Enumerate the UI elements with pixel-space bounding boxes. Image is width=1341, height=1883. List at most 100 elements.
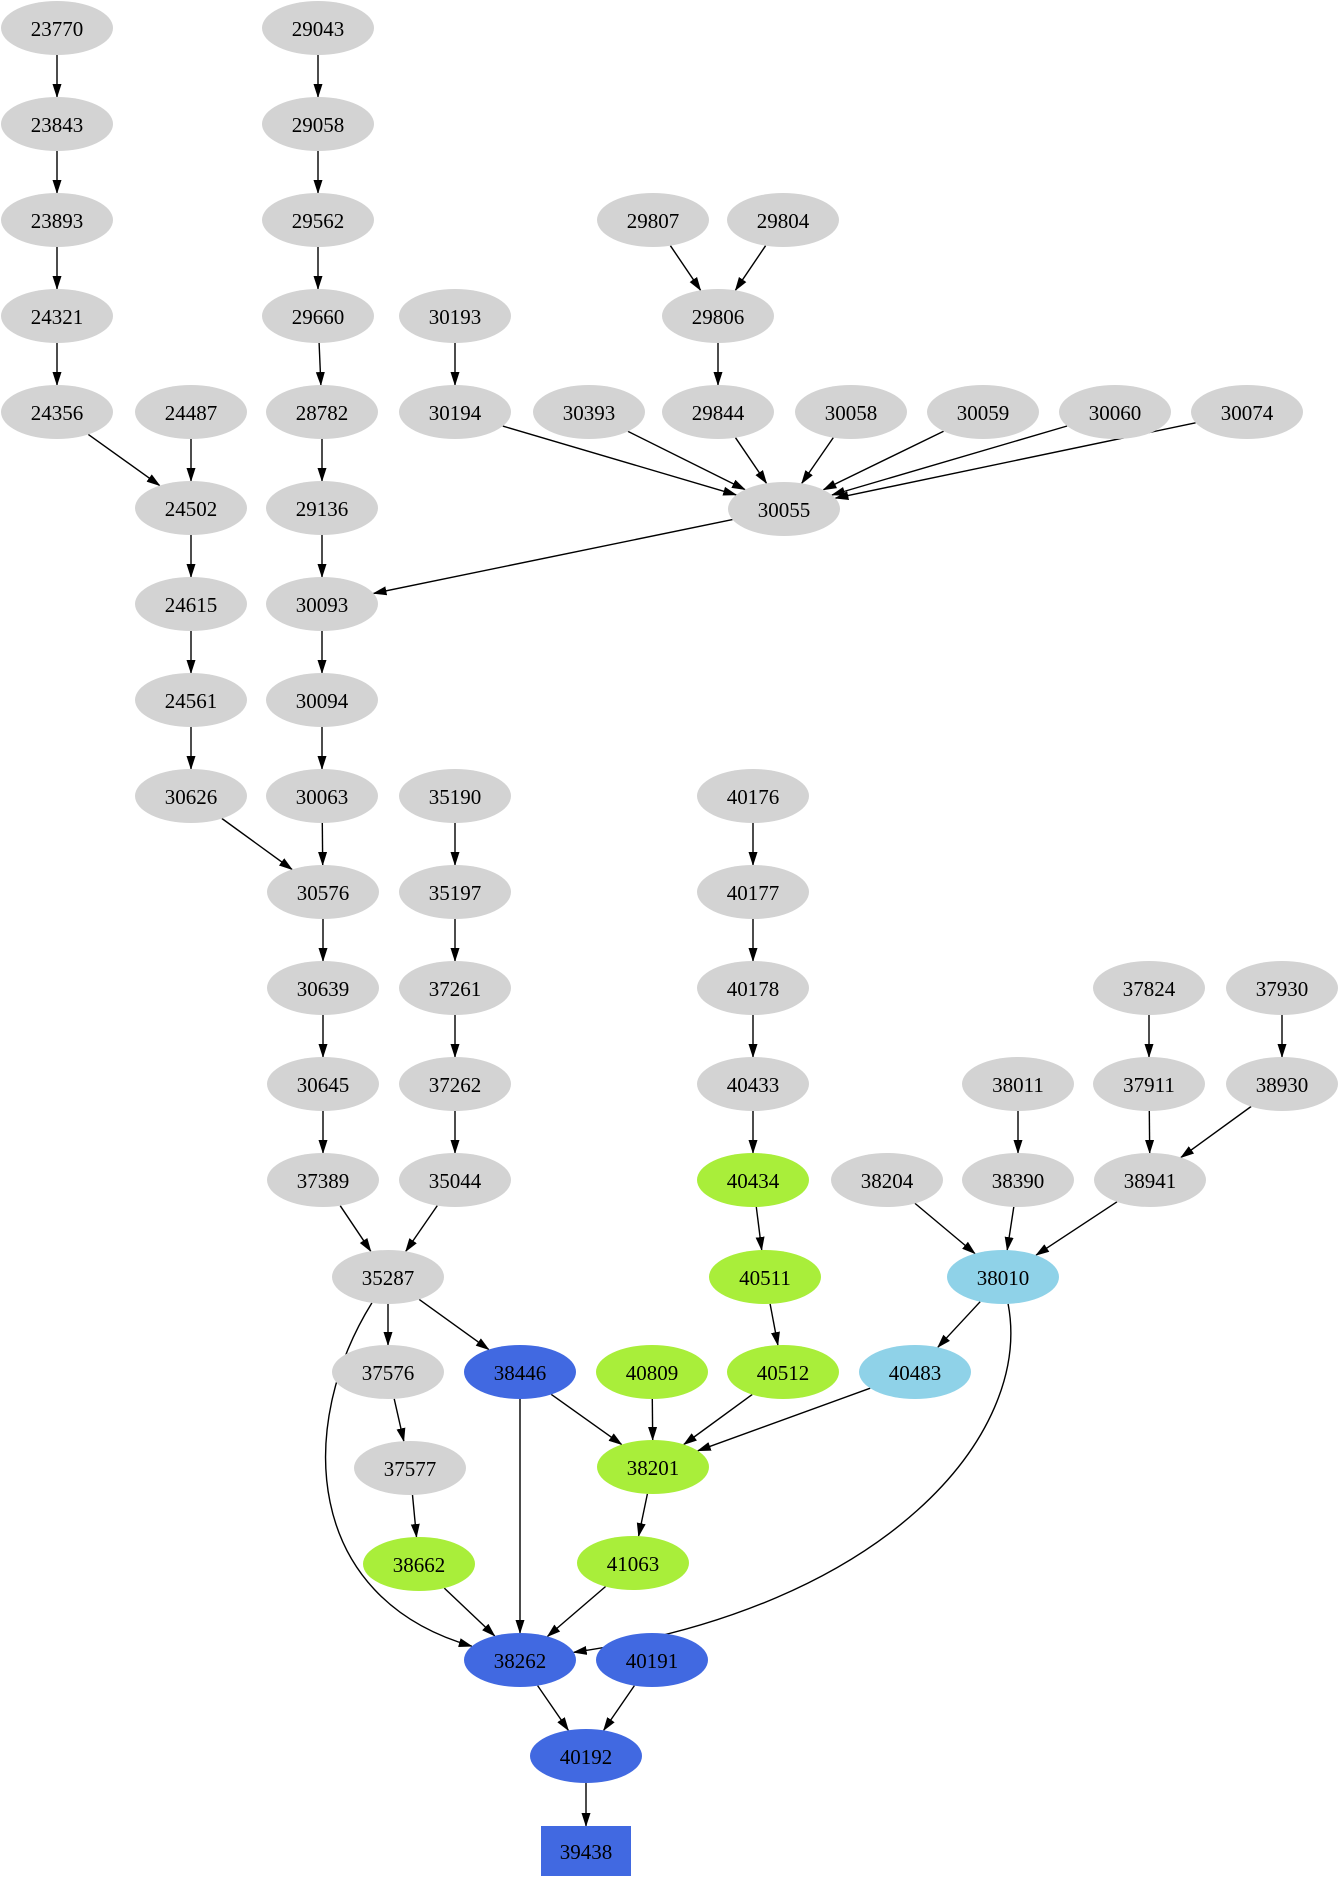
edge-38010-38262 [572, 1303, 1012, 1655]
node-box-shape [541, 1826, 631, 1876]
node-label: 29844 [692, 401, 745, 425]
node-label: 37261 [429, 977, 482, 1001]
edge-30058-30055 [801, 437, 834, 485]
node-ellipse-shape [962, 1057, 1074, 1111]
edge-38204-38010 [914, 1202, 976, 1255]
node-label: 30639 [297, 977, 350, 1001]
node-label: 38390 [992, 1169, 1045, 1193]
node-ellipse-shape [662, 289, 774, 343]
node-label: 24502 [165, 497, 218, 521]
node-label: 24487 [165, 401, 218, 425]
node-ellipse-shape [1, 385, 113, 439]
node-label: 38930 [1256, 1073, 1309, 1097]
node-30193: 30193 [399, 289, 511, 343]
node-37824: 37824 [1093, 961, 1205, 1015]
node-label: 40511 [739, 1266, 791, 1290]
edge-30059-30055 [822, 430, 944, 491]
node-40178: 40178 [697, 961, 809, 1015]
node-label: 37911 [1123, 1073, 1175, 1097]
node-35197: 35197 [399, 865, 511, 919]
edge-37577-38662 [410, 1494, 420, 1538]
node-ellipse-shape [332, 1250, 444, 1304]
node-35287: 35287 [332, 1250, 444, 1304]
edge-30055-30093 [372, 518, 733, 596]
node-label: 30393 [563, 401, 616, 425]
node-ellipse-shape [1, 289, 113, 343]
node-40512: 40512 [727, 1345, 839, 1399]
edge-38941-38010 [1035, 1201, 1118, 1256]
node-ellipse-shape [262, 289, 374, 343]
node-label: 40512 [757, 1361, 810, 1385]
node-ellipse-shape [399, 385, 511, 439]
node-35190: 35190 [399, 769, 511, 823]
node-24502: 24502 [135, 481, 247, 535]
node-label: 24561 [165, 689, 218, 713]
node-ellipse-shape [859, 1345, 971, 1399]
node-label: 23770 [31, 17, 84, 41]
node-40191: 40191 [596, 1633, 708, 1687]
node-29058: 29058 [262, 97, 374, 151]
node-24487: 24487 [135, 385, 247, 439]
node-label: 30194 [429, 401, 482, 425]
node-ellipse-shape [1, 193, 113, 247]
node-30645: 30645 [267, 1057, 379, 1111]
node-label: 29807 [627, 209, 680, 233]
node-40176: 40176 [697, 769, 809, 823]
node-38446: 38446 [464, 1345, 576, 1399]
edge-35044-35287 [405, 1205, 438, 1253]
node-label: 38204 [861, 1169, 914, 1193]
node-ellipse-shape [135, 769, 247, 823]
node-30059: 30059 [927, 385, 1039, 439]
node-ellipse-shape [709, 1250, 821, 1304]
node-label: 29136 [296, 497, 349, 521]
node-ellipse-shape [962, 1153, 1074, 1207]
node-24615: 24615 [135, 577, 247, 631]
node-ellipse-shape [1226, 961, 1338, 1015]
node-label: 30074 [1221, 401, 1274, 425]
edge-40434-40511 [755, 1206, 765, 1251]
node-ellipse-shape [697, 1057, 809, 1111]
node-ellipse-shape [399, 289, 511, 343]
node-ellipse-shape [597, 193, 709, 247]
node-30074: 30074 [1191, 385, 1303, 439]
edge-29844-30055 [734, 437, 768, 485]
node-40434: 40434 [697, 1153, 809, 1207]
node-40192: 40192 [530, 1729, 642, 1783]
node-label: 30193 [429, 305, 482, 329]
node-ellipse-shape [1, 1, 113, 55]
node-ellipse-shape [363, 1537, 475, 1591]
edge-38390-38010 [1004, 1206, 1015, 1252]
node-ellipse-shape [1093, 961, 1205, 1015]
edge-40511-40512 [769, 1303, 780, 1347]
node-ellipse-shape [266, 673, 378, 727]
node-ellipse-shape [399, 1057, 511, 1111]
node-ellipse-shape [267, 961, 379, 1015]
node-ellipse-shape [262, 1, 374, 55]
node-40433: 40433 [697, 1057, 809, 1111]
node-label: 37262 [429, 1073, 482, 1097]
node-28782: 28782 [266, 385, 378, 439]
node-ellipse-shape [530, 1729, 642, 1783]
node-ellipse-shape [596, 1345, 708, 1399]
edge-37576-37577 [393, 1398, 406, 1443]
node-38262: 38262 [464, 1633, 576, 1687]
node-ellipse-shape [1094, 1153, 1206, 1207]
node-label: 35197 [429, 881, 482, 905]
edge-30626-30576 [221, 817, 293, 871]
node-37577: 37577 [354, 1441, 466, 1495]
node-label: 29660 [292, 305, 345, 329]
edge-layer [52, 55, 1287, 1827]
node-ellipse-shape [727, 193, 839, 247]
node-24561: 24561 [135, 673, 247, 727]
node-40511: 40511 [709, 1250, 821, 1304]
node-30194: 30194 [399, 385, 511, 439]
edge-41063-38262 [546, 1585, 607, 1638]
node-ellipse-shape [266, 385, 378, 439]
node-label: 35287 [362, 1266, 415, 1290]
node-ellipse-shape [267, 1057, 379, 1111]
node-label: 40433 [727, 1073, 780, 1097]
node-label: 38446 [494, 1361, 547, 1385]
node-37930: 37930 [1226, 961, 1338, 1015]
